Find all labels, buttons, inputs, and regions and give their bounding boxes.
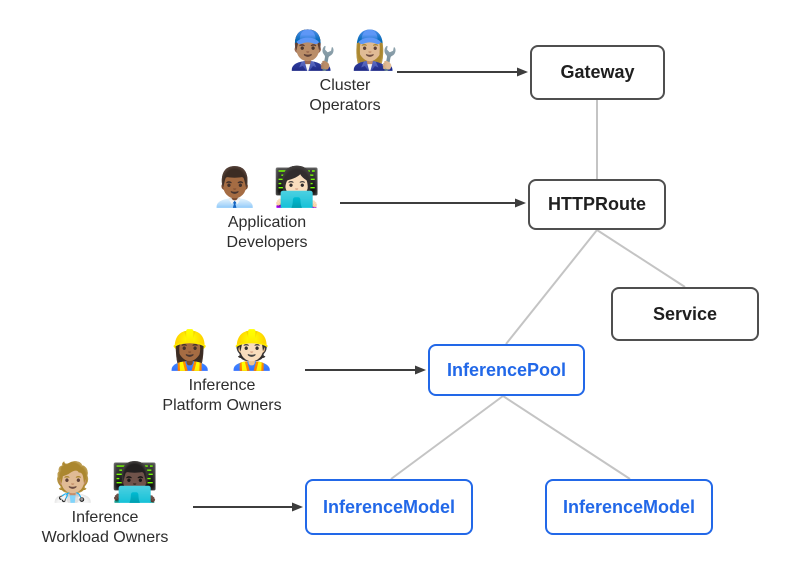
node-service: Service — [611, 287, 759, 341]
actor-inference-platform-owners: 👷🏾‍♀️ 👷🏻 Inference Platform Owners — [142, 328, 302, 416]
node-inferencepool: InferencePool — [428, 344, 585, 396]
node-inferencepool-label: InferencePool — [446, 359, 567, 380]
actor-label-application-developers: Application Developers — [226, 214, 308, 251]
man-mechanic-icon woman-mechanic-icon: 👨🏽‍🔧 👩🏼‍🔧 — [289, 30, 401, 72]
node-httproute: HTTPRoute — [528, 179, 666, 230]
actor-label-cluster-operators: Cluster Operators — [309, 77, 381, 114]
node-inferencemodel-2-label: InferenceModel — [562, 496, 696, 517]
actor-inference-workload-owners: 🧑🏼‍⚕️ 👨🏿‍💻 Inference Workload Owners — [25, 460, 185, 548]
node-inferencemodel-1: InferenceModel — [305, 479, 473, 535]
man-office-worker-icon woman-technologist-icon: 👨🏾‍💼 👩🏻‍💻 — [211, 167, 323, 209]
edge-httproute-service — [596, 229, 686, 288]
edge-httproute-inferencepool — [505, 229, 598, 345]
node-httproute-label: HTTPRoute — [548, 194, 646, 214]
node-gateway: Gateway — [530, 45, 665, 100]
actor-label-inference-workload-owners: Inference Workload Owners — [41, 509, 169, 546]
node-inferencemodel-1-label: InferenceModel — [322, 496, 456, 517]
actor-application-developers: 👨🏾‍💼 👩🏻‍💻 Application Developers — [187, 165, 347, 253]
edge-inferencepool-inferencemodel-2 — [502, 395, 631, 480]
node-service-label: Service — [652, 303, 718, 324]
edge-inferencepool-inferencemodel-1 — [390, 395, 504, 480]
health-worker-icon man-technologist-icon: 🧑🏼‍⚕️ 👨🏿‍💻 — [49, 462, 161, 504]
actor-cluster-operators: 👨🏽‍🔧 👩🏼‍🔧 Cluster Operators — [265, 28, 425, 116]
node-gateway-label: Gateway — [560, 62, 635, 82]
node-inferencemodel-2: InferenceModel — [545, 479, 713, 535]
actor-label-inference-platform-owners: Inference Platform Owners — [162, 377, 282, 414]
woman-construction-worker-icon man-construction-worker-icon: 👷🏾‍♀️ 👷🏻 — [166, 330, 278, 372]
